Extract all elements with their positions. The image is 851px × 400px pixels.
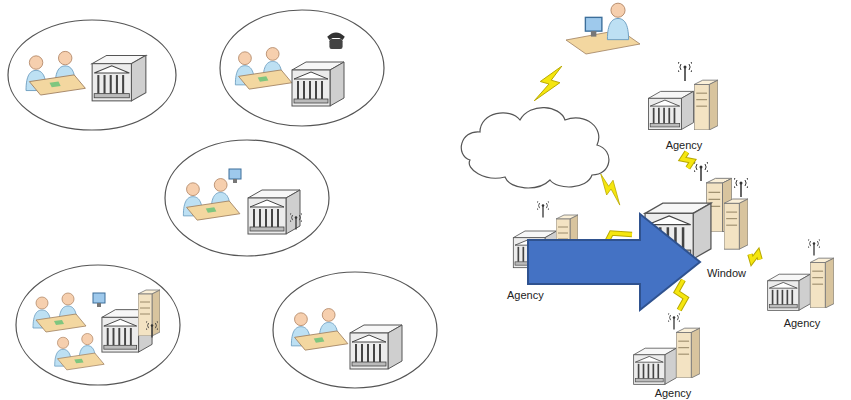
link-outline bbox=[750, 253, 760, 261]
agency-node: Window bbox=[632, 168, 750, 280]
office-cluster bbox=[8, 20, 176, 130]
node-label: Agency bbox=[760, 317, 844, 330]
transition-arrow bbox=[528, 214, 700, 310]
link-bolt bbox=[585, 233, 632, 244]
agency-building bbox=[634, 313, 700, 384]
agency-node: Agency bbox=[624, 310, 722, 400]
link-bolt bbox=[682, 152, 692, 168]
agency-node: Agency bbox=[638, 48, 730, 152]
office-cluster bbox=[165, 140, 329, 256]
wireless-link bbox=[677, 280, 686, 310]
link-bolt bbox=[677, 280, 686, 310]
agency-building bbox=[513, 201, 578, 267]
wireless-link bbox=[682, 152, 692, 168]
agency-node: Agency bbox=[503, 198, 585, 302]
window-building bbox=[645, 162, 749, 259]
internet-cloud bbox=[461, 108, 609, 188]
wireless-bolt bbox=[594, 171, 628, 208]
node-label: Agency bbox=[638, 139, 730, 152]
wireless-link bbox=[585, 233, 632, 244]
agency-building bbox=[768, 239, 834, 310]
agency-building bbox=[648, 62, 717, 130]
citizen-computer bbox=[566, 3, 640, 54]
link-outline bbox=[682, 152, 692, 168]
link-outline bbox=[677, 280, 686, 310]
office-cluster bbox=[220, 10, 384, 126]
wireless-link bbox=[750, 253, 760, 261]
office-cluster bbox=[273, 272, 437, 388]
link-bolt bbox=[750, 253, 760, 261]
link-outline bbox=[585, 233, 632, 244]
node-label: Agency bbox=[624, 387, 722, 400]
node-label: Agency bbox=[503, 289, 585, 302]
node-label: Window bbox=[632, 267, 750, 280]
agency-node: Agency bbox=[760, 232, 844, 330]
wireless-bolt bbox=[530, 61, 567, 108]
office-cluster bbox=[16, 265, 180, 385]
